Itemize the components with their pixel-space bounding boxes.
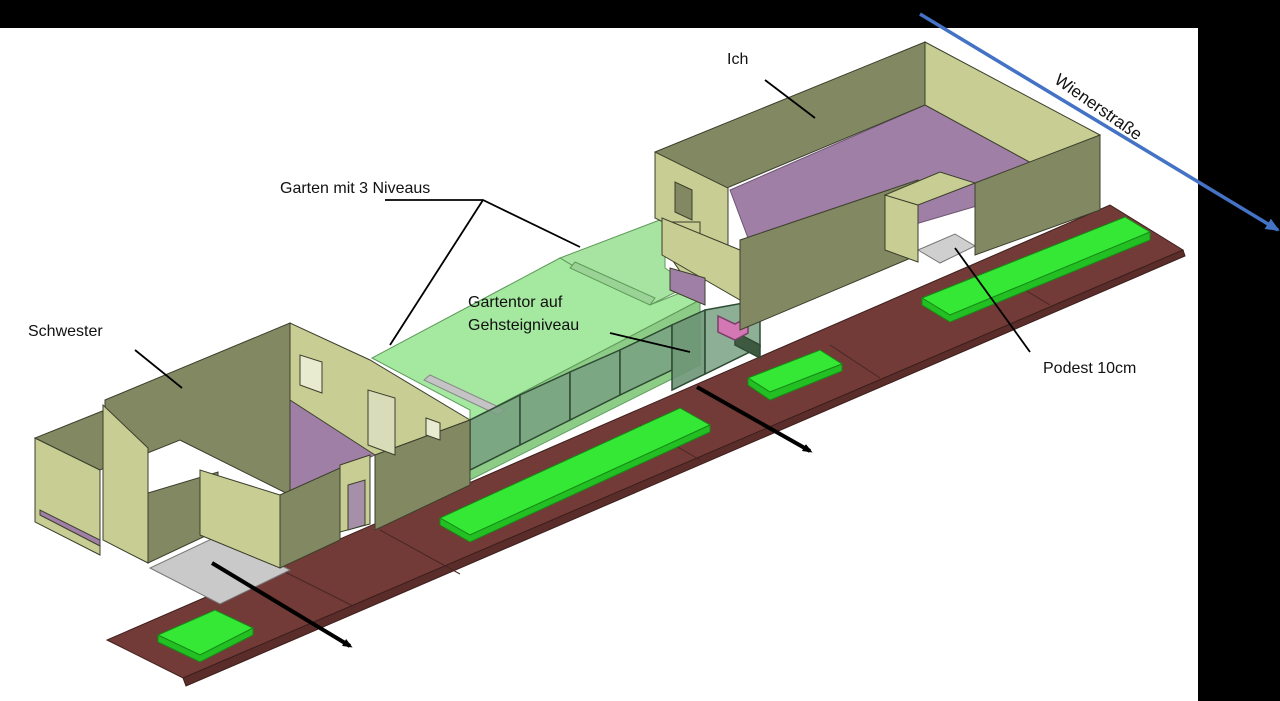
schwester-entry-wall [279,467,341,569]
label-gate-line1: Gartentor auf [468,294,563,311]
garden-step-1 [569,261,656,306]
label-podest: Podest 10cm [1043,360,1137,377]
leader-schwester [134,349,183,389]
schwester-window-upper [299,354,323,394]
label-garden: Garten mit 3 Niveaus [280,180,431,197]
planting-bed-edge [921,231,1151,323]
leader-podest [954,247,1031,353]
planting-bed-edge [747,363,843,401]
schwester-floor-strip [39,509,101,547]
label-schwester: Schwester [28,323,103,340]
podest-10cm [916,233,977,264]
house-schwester [33,322,472,569]
exit-arrow-icon [696,385,813,453]
ich-floor-visible [669,267,706,306]
planting-bed-edge [157,627,254,663]
schwester-window-door [367,389,396,456]
label-ich: Ich [727,51,749,68]
label-gate-line2: Gehsteigniveau [468,317,580,334]
road-edge [182,249,1186,687]
schwester-window-small [425,417,441,441]
planting-beds [156,216,1152,663]
planting-bed-edge [439,424,711,543]
street-direction-arrow-icon [919,12,1280,232]
leader-ich [764,79,816,119]
house-ich [654,41,1102,331]
leader-garden-2 [389,199,484,346]
schwester-door [347,479,366,531]
leader-lines [134,79,1031,389]
ich-door-recess-top [883,171,977,206]
ich-window [674,181,693,221]
ich-door-recess [884,194,919,263]
leader-garden [385,199,581,248]
leader-gate [609,332,691,353]
garden-gate [671,308,706,392]
exit-arrow-icon [210,561,353,648]
ich-right-wall [974,134,1101,256]
